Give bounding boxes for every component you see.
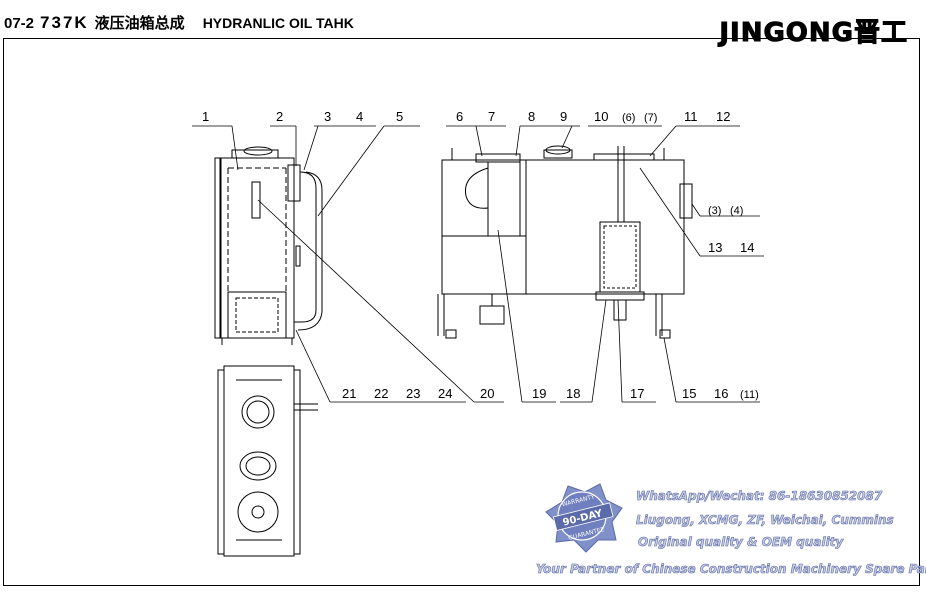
callout-21: 21 <box>342 386 356 401</box>
drawing-frame <box>3 38 920 586</box>
callout-12: 12 <box>716 109 730 124</box>
watermark-slogan: Your Partner of Chinese Construction Mac… <box>536 562 926 577</box>
watermark-brands: Liugong, XCMG, ZF, Weichai, Cummins <box>636 513 894 528</box>
leader-lines <box>192 125 764 403</box>
callout-10-7: (7) <box>644 112 657 124</box>
callout-15: 15 <box>682 386 696 401</box>
title-chinese: 液压油箱总成 <box>94 14 185 32</box>
jingong-logo: JINGONG晋工 <box>719 18 908 49</box>
bottom-view <box>217 365 318 557</box>
warranty-badge: 90-DAY WARRANTY GUARANTEE <box>545 483 623 553</box>
callout-8: 8 <box>528 109 535 124</box>
callout-6: 6 <box>456 109 463 124</box>
drawing-header: 07-2 737K 液压油箱总成 HYDRANLIC OIL TAHK <box>4 12 354 36</box>
callout-10-6: (6) <box>622 112 635 124</box>
front-view <box>437 145 693 339</box>
watermark-contact: WhatsApp/Wechat: 86-18630852087 <box>636 489 883 504</box>
callout-14: 14 <box>740 240 754 255</box>
callout-24: 24 <box>438 386 452 401</box>
callout-1: 1 <box>202 109 209 124</box>
callout-9: 9 <box>560 109 567 124</box>
callout-16-11: (11) <box>740 389 759 401</box>
callout-10: 10 <box>594 109 608 124</box>
side-view <box>214 146 323 345</box>
callout-side-4: (4) <box>730 205 743 217</box>
title-english: HYDRANLIC OIL TAHK <box>202 15 354 31</box>
callout-5: 5 <box>396 109 403 124</box>
callout-17: 17 <box>630 386 644 401</box>
callout-side-3: (3) <box>708 205 721 217</box>
callout-19: 19 <box>532 386 546 401</box>
callout-3: 3 <box>324 109 331 124</box>
drawing-code: 07-2 <box>4 15 35 32</box>
callout-16: 16 <box>714 386 728 401</box>
callout-13: 13 <box>708 240 722 255</box>
callout-2: 2 <box>276 109 283 124</box>
model-number: 737K <box>40 13 89 32</box>
callout-7: 7 <box>488 109 495 124</box>
callout-4: 4 <box>356 109 363 124</box>
callout-20: 20 <box>480 386 494 401</box>
callout-numbers: 1 2 3 4 5 6 7 8 9 10 (6) (7) 11 12 (3) (… <box>202 109 759 401</box>
callout-18: 18 <box>566 386 580 401</box>
callout-22: 22 <box>374 386 388 401</box>
callout-11: 11 <box>684 109 698 124</box>
watermark-quality: Original quality & OEM quality <box>638 535 844 550</box>
callout-23: 23 <box>406 386 420 401</box>
